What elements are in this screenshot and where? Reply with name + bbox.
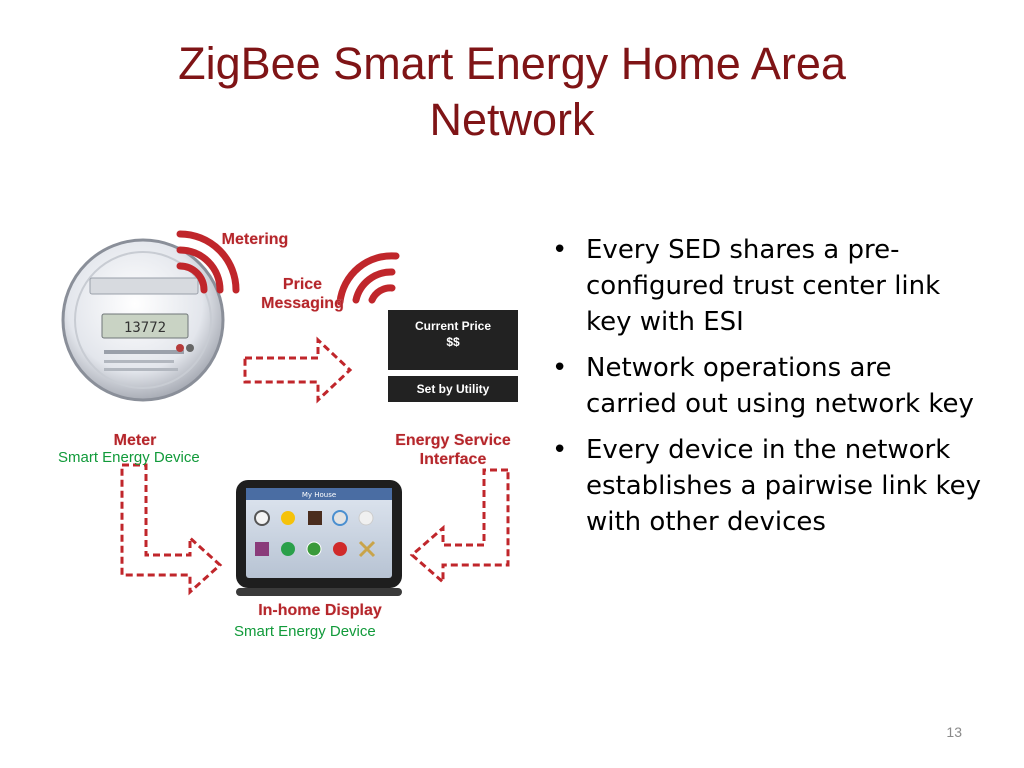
title-line-2: Network: [429, 94, 595, 145]
arrow-meter-to-esi: [243, 336, 353, 404]
diagram-graphics: 13772: [61, 230, 510, 596]
esi-label: Energy Service Interface: [378, 431, 528, 469]
bullet-item: • Every SED shares a pre-configured trust…: [548, 232, 988, 340]
title-line-1: ZigBee Smart Energy Home Area: [178, 38, 846, 89]
display-sed-label: Smart Energy Device: [234, 623, 376, 640]
bullet-item: • Every device in the network establishes…: [548, 432, 988, 540]
metering-wireless-icon: [176, 230, 240, 294]
bullet-dot-icon: •: [552, 435, 568, 465]
meter-readout: 13772: [124, 320, 166, 336]
bullet-dot-icon: •: [552, 235, 568, 265]
esi-price-value: $$: [446, 335, 460, 349]
han-diagram: 13772: [40, 220, 540, 660]
esi-price-label: Current Price: [414, 319, 492, 333]
meter-device-icon: 13772: [61, 238, 225, 402]
set-by-utility-panel: Set by Utility: [388, 376, 518, 402]
esi-label-line-1: Energy Service: [395, 432, 511, 449]
slide-title: ZigBee Smart Energy Home Area Network: [0, 36, 1024, 148]
in-home-display-label: In-home Display: [258, 602, 382, 619]
page-number: 13: [946, 724, 962, 740]
display-header: My House: [302, 491, 336, 499]
bullet-text: Every device in the network establishes …: [586, 435, 982, 537]
arrow-meter-to-display: [120, 463, 223, 596]
bullet-text: Every SED shares a pre-configured trust …: [586, 235, 941, 337]
price-label-line-2: Messaging: [261, 295, 344, 312]
bullet-item: • Network operations are carried out usin…: [548, 350, 988, 422]
meter-label: Meter: [113, 432, 157, 449]
bullet-list: • Every SED shares a pre-configured trust…: [548, 232, 988, 550]
current-price-panel: Current Price $$: [388, 310, 518, 370]
bullet-text: Network operations are carried out using…: [586, 353, 974, 419]
price-messaging-label: Price Messaging: [240, 275, 365, 313]
metering-label: Metering: [221, 231, 289, 248]
in-home-display-icon: My House: [236, 480, 402, 596]
meter-sed-label: Smart Energy Device: [58, 449, 200, 466]
esi-set-by-label: Set by Utility: [416, 382, 490, 396]
price-wireless-icon: [336, 252, 400, 306]
bullet-dot-icon: •: [552, 353, 568, 383]
arrow-esi-to-display: [409, 468, 510, 586]
esi-label-line-2: Interface: [419, 451, 487, 468]
price-label-line-1: Price: [282, 276, 323, 293]
